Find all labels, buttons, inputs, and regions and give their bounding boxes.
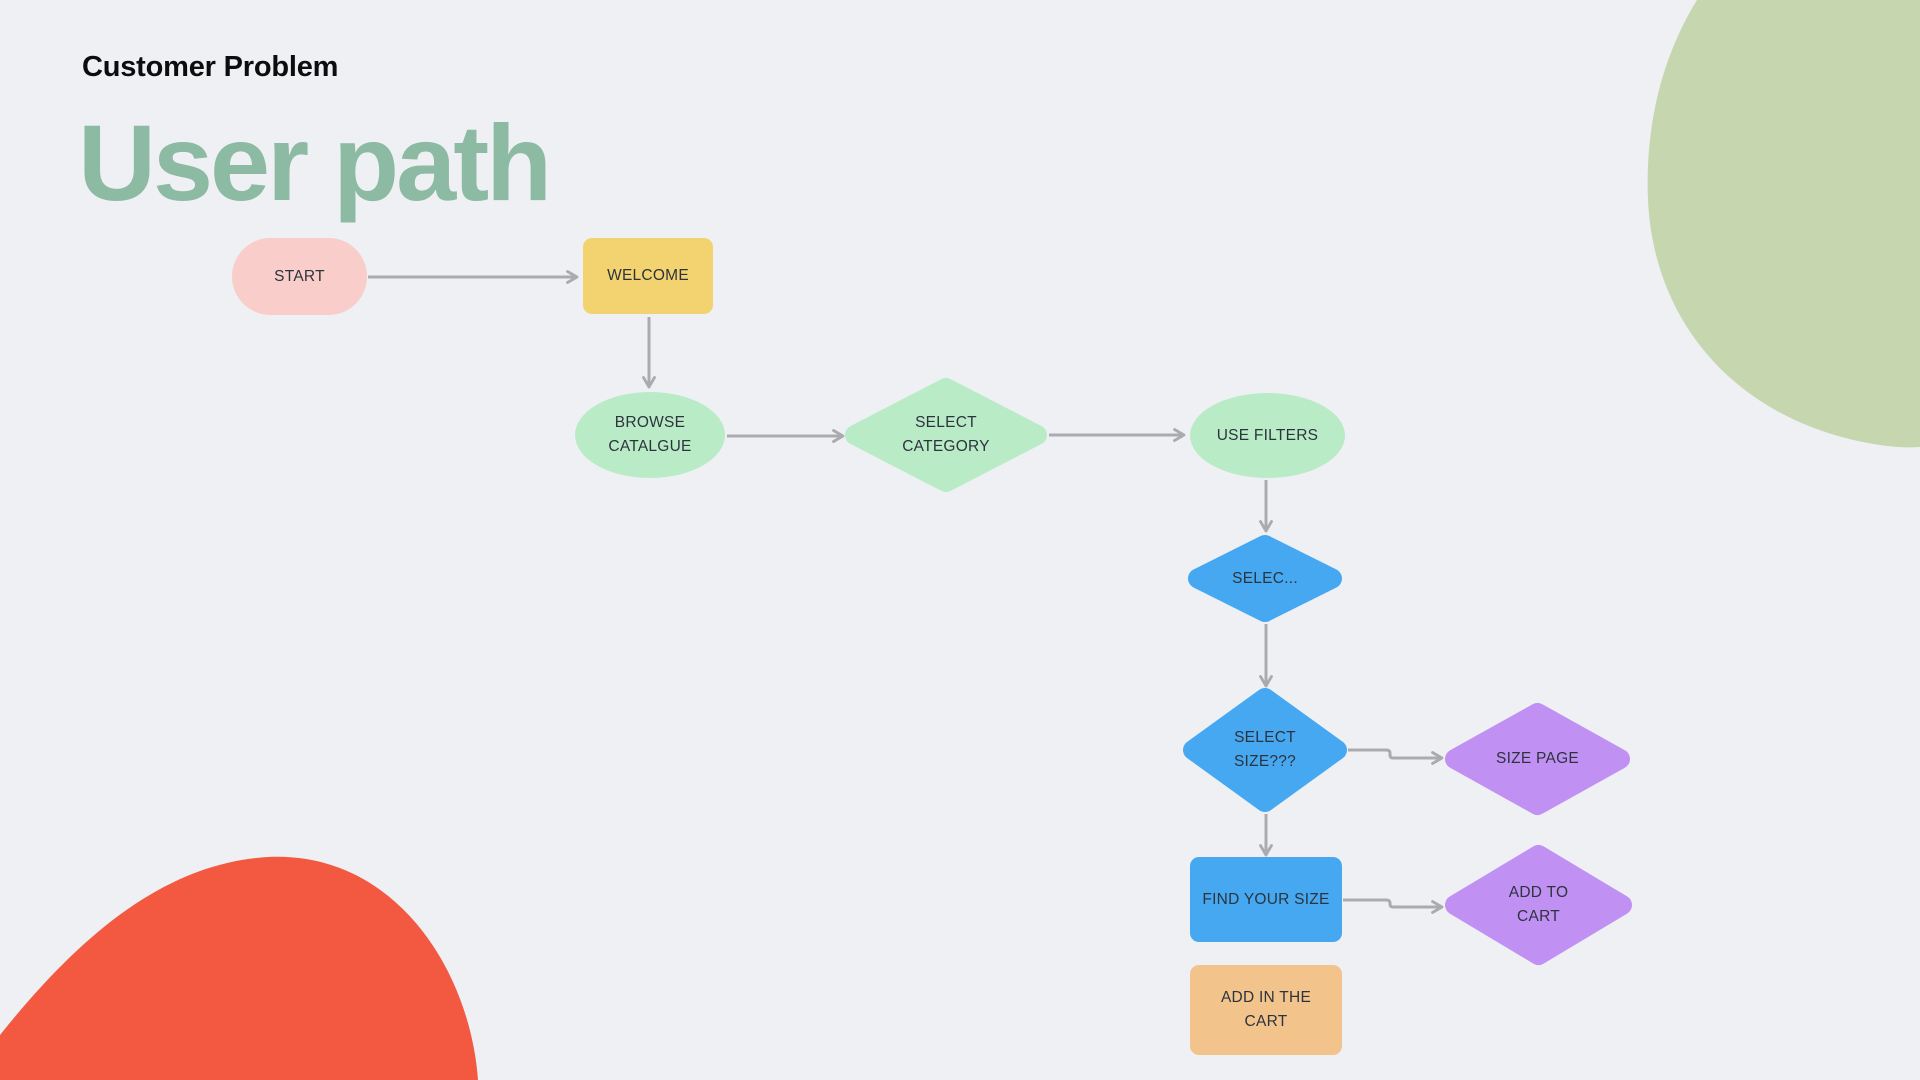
node-welcome[interactable]: WELCOME	[583, 238, 713, 314]
node-label: WELCOME	[607, 267, 689, 284]
node-start[interactable]: START	[232, 238, 367, 315]
page-title[interactable]: User path	[78, 102, 552, 223]
corner-blob-bottom-left	[0, 856, 478, 1080]
node-size-page[interactable]: SIZE PAGE	[1445, 703, 1630, 815]
corner-blob-top-right	[1647, 0, 1920, 448]
node-label: ADD IN THE CART	[1220, 989, 1312, 1030]
node-select-size[interactable]: SELECT SIZE???	[1183, 688, 1347, 812]
diamond-icon	[845, 378, 1047, 492]
node-select-category[interactable]: SELECT CATEGORY	[845, 378, 1047, 492]
node-label: SELECT CATEGORY	[902, 414, 990, 455]
connector-find-your-size-to-add-to-cart[interactable]	[1343, 898, 1444, 914]
node-label: SELEC...	[1232, 569, 1298, 587]
node-label: FIND YOUR SIZE	[1202, 890, 1330, 908]
node-browse-catalogue[interactable]: BROWSE CATALGUE	[575, 392, 725, 478]
node-use-filters[interactable]: USE FILTERS	[1190, 393, 1345, 478]
node-find-your-size[interactable]: FIND YOUR SIZE	[1190, 857, 1342, 942]
node-label: SIZE PAGE	[1496, 750, 1579, 767]
diamond-icon	[1445, 845, 1632, 965]
node-label: START	[274, 267, 325, 285]
node-label: ADD TO CART	[1508, 884, 1569, 925]
node-add-in-the-cart[interactable]: ADD IN THE CART	[1190, 965, 1342, 1055]
node-label: SELECT SIZE???	[1233, 729, 1297, 770]
page-eyebrow[interactable]: Customer Problem	[82, 51, 339, 83]
diamond-icon	[1445, 703, 1630, 815]
diamond-icon	[1183, 688, 1347, 812]
connector-select-size-to-size-page[interactable]	[1348, 748, 1444, 765]
node-label: USE FILTERS	[1216, 426, 1319, 444]
node-select-truncated[interactable]: SELEC...	[1188, 535, 1342, 622]
node-add-to-cart[interactable]: ADD TO CART	[1445, 845, 1632, 965]
node-label: BROWSE CATALGUE	[608, 414, 692, 455]
diamond-icon	[1188, 535, 1342, 622]
